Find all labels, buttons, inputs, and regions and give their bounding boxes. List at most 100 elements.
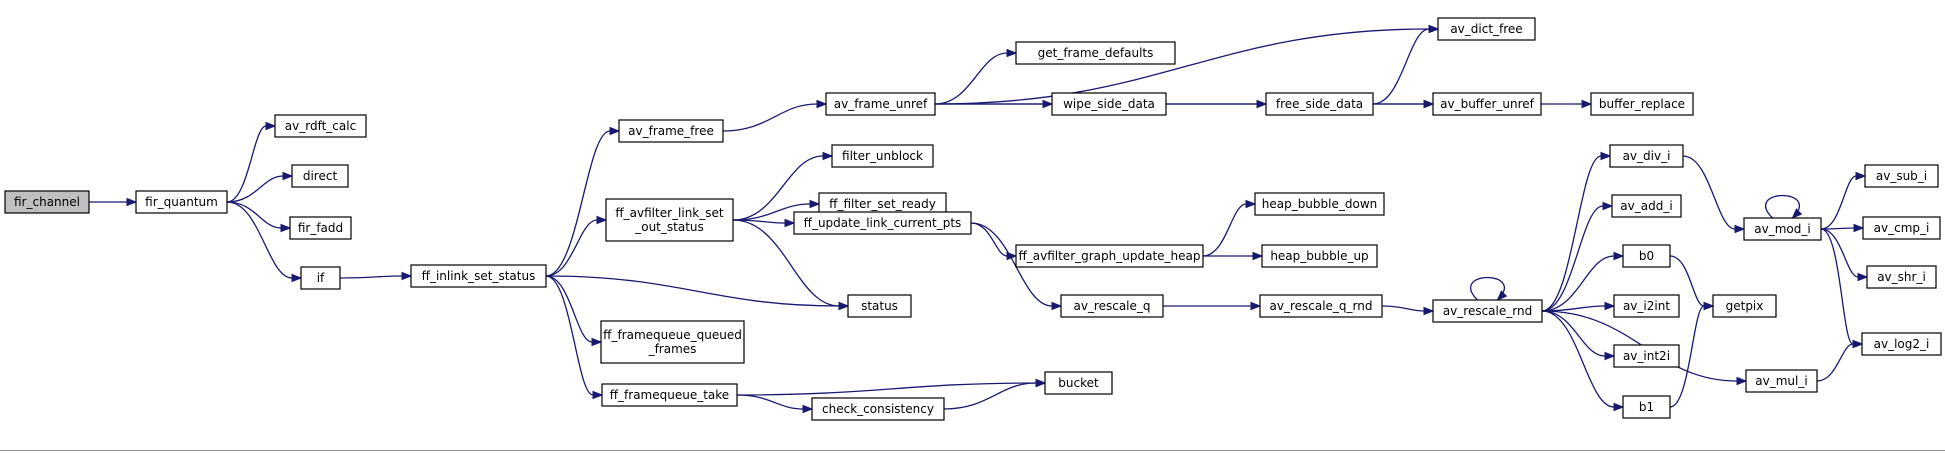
node-ff-inlink-set-status[interactable]: ff_inlink_set_status (410, 264, 547, 288)
node-label: av_sub_i (1876, 169, 1927, 183)
node-av-rdft-calc[interactable]: av_rdft_calc (274, 114, 367, 138)
node-av-i2int[interactable]: av_i2int (1613, 294, 1680, 318)
edge-av-rescale-rnd-to-av-div-i (1541, 151, 1612, 312)
node-ff-update-link-current-pts[interactable]: ff_update_link_current_pts (793, 211, 972, 235)
node-av-buffer-unref[interactable]: av_buffer_unref (1432, 92, 1542, 116)
edge-av-rescale-rnd-to-av-rescale-rnd (1470, 276, 1508, 301)
node-bucket[interactable]: bucket (1044, 371, 1113, 395)
edge-av-mod-i-to-av-shr-i (1820, 228, 1869, 282)
node-ff-avfilter-link-set-out-status[interactable]: ff_avfilter_link_set_out_status (605, 198, 734, 242)
node-av-sub-i[interactable]: av_sub_i (1864, 164, 1939, 188)
node-fir-channel[interactable]: fir_channel (4, 190, 90, 214)
edge-av-rescale-rnd-to-av-add-i (1541, 201, 1614, 312)
node-av-dict-free[interactable]: av_dict_free (1437, 17, 1536, 41)
edge-b1-to-getpix (1669, 301, 1715, 408)
edge-fir-quantum-to-fir-fadd (226, 201, 292, 233)
node-av-add-i[interactable]: av_add_i (1611, 194, 1682, 218)
node-ff-filter-set-ready[interactable]: ff_filter_set_ready (818, 192, 947, 216)
node-ff-framequeue-take[interactable]: ff_framequeue_take (601, 383, 738, 407)
node-label: fir_fadd (298, 221, 343, 235)
node-fir-quantum[interactable]: fir_quantum (135, 190, 228, 214)
node-av-frame-free[interactable]: av_frame_free (618, 119, 724, 143)
node-ff-avfilter-graph-update-heap[interactable]: ff_avfilter_graph_update_heap (1015, 244, 1204, 268)
node-get-frame-defaults[interactable]: get_frame_defaults (1015, 41, 1176, 65)
edge-free-side-data-to-av-buffer-unref (1372, 99, 1435, 109)
node-av-rescale-q-rnd[interactable]: av_rescale_q_rnd (1259, 294, 1383, 318)
node-label: av_frame_free (628, 124, 714, 138)
edge-if-to-ff-inlink-set-status (339, 271, 413, 281)
node-filter-unblock[interactable]: filter_unblock (831, 144, 934, 168)
node-buffer-replace[interactable]: buffer_replace (1590, 92, 1694, 116)
node-av-log2-i[interactable]: av_log2_i (1861, 332, 1942, 356)
node-label: direct (303, 169, 338, 183)
node-av-int2i[interactable]: av_int2i (1613, 344, 1680, 368)
node-label: getpix (1726, 299, 1764, 313)
node-heap-bubble-up[interactable]: heap_bubble_up (1261, 244, 1378, 268)
node-ff-framequeue-queued-frames[interactable]: ff_framequeue_queued_frames (600, 320, 745, 364)
edge-ff-avfilter-graph-update-heap-to-heap-bubble-down (1202, 199, 1257, 257)
edge-av-mod-i-to-av-log2-i (1820, 228, 1864, 349)
edge-av-mod-i-to-av-sub-i (1820, 171, 1867, 230)
node-status[interactable]: status (847, 294, 912, 318)
node-heap-bubble-down[interactable]: heap_bubble_down (1254, 192, 1385, 216)
edges-layer (88, 24, 1869, 414)
node-fir-fadd[interactable]: fir_fadd (289, 216, 352, 240)
edge-ff-inlink-set-status-to-ff-framequeue-take (545, 275, 604, 400)
node-label: buffer_replace (1599, 97, 1685, 111)
edge-fir-quantum-to-if (226, 201, 303, 283)
node-label: av_dict_free (1450, 22, 1522, 36)
node-label: ff_framequeue_take (610, 388, 729, 402)
node-getpix[interactable]: getpix (1712, 294, 1777, 318)
edge-ff-avfilter-link-set-out-status-to-ff-filter-set-ready (732, 199, 821, 221)
node-free-side-data[interactable]: free_side_data (1265, 92, 1374, 116)
edge-av-frame-unref-to-get-frame-defaults (934, 48, 1018, 105)
edge-ff-avfilter-link-set-out-status-to-status (732, 219, 850, 311)
node-av-mul-i[interactable]: av_mul_i (1745, 369, 1818, 393)
node-if[interactable]: if (300, 266, 341, 290)
node-av-rescale-q[interactable]: av_rescale_q (1060, 294, 1164, 318)
node-av-cmp-i[interactable]: av_cmp_i (1862, 216, 1941, 240)
node-label: check_consistency (822, 402, 934, 416)
node-wipe-side-data[interactable]: wipe_side_data (1051, 92, 1167, 116)
edge-av-mod-i-to-av-mod-i (1765, 194, 1803, 219)
node-label: av_add_i (1620, 199, 1672, 213)
edge-av-rescale-rnd-to-b1 (1541, 310, 1625, 412)
node-label: b1 (1639, 400, 1654, 414)
node-label: ff_update_link_current_pts (804, 216, 962, 230)
edge-check-consistency-to-bucket (943, 378, 1047, 410)
node-av-frame-unref[interactable]: av_frame_unref (825, 92, 936, 116)
node-label: wipe_side_data (1063, 97, 1155, 111)
node-label: b0 (1639, 249, 1654, 263)
node-label: get_frame_defaults (1038, 46, 1154, 60)
node-label: ff_framequeue_queued (603, 328, 742, 342)
node-label: ff_avfilter_link_set (615, 206, 723, 220)
node-av-rescale-rnd[interactable]: av_rescale_rnd (1432, 299, 1543, 323)
node-check-consistency[interactable]: check_consistency (811, 397, 945, 421)
node-label: av_rescale_q (1073, 299, 1150, 313)
edge-ff-avfilter-graph-update-heap-to-heap-bubble-up (1202, 251, 1264, 261)
node-label: ff_inlink_set_status (422, 269, 536, 283)
edge-fir-quantum-to-av-rdft-calc (226, 121, 277, 203)
node-label: status (861, 299, 898, 313)
edge-av-buffer-unref-to-buffer-replace (1540, 99, 1593, 109)
nodes-layer: fir_channel fir_quantum av_rdft_calcdirect… (4, 17, 1942, 421)
node-av-div-i[interactable]: av_div_i (1609, 144, 1684, 168)
node-av-shr-i[interactable]: av_shr_i (1866, 265, 1937, 289)
edge-fir-quantum-to-direct (226, 171, 294, 203)
edge-av-rescale-q-rnd-to-av-rescale-rnd (1381, 305, 1435, 316)
edge-wipe-side-data-to-free-side-data (1166, 99, 1268, 109)
node-direct[interactable]: direct (291, 164, 349, 188)
node-b0[interactable]: b0 (1622, 244, 1671, 268)
node-label: ff_avfilter_graph_update_heap (1018, 249, 1200, 263)
node-b1[interactable]: b1 (1622, 395, 1671, 419)
edge-av-rescale-rnd-to-b0 (1541, 251, 1625, 312)
node-label: fir_quantum (145, 195, 218, 209)
node-label: av_rdft_calc (285, 119, 356, 133)
node-label: av_shr_i (1877, 270, 1926, 284)
node-av-mod-i[interactable]: av_mod_i (1743, 217, 1822, 241)
node-label: av_rescale_q_rnd (1270, 299, 1373, 313)
edge-ff-inlink-set-status-to-ff-avfilter-link-set-out-status (545, 215, 608, 277)
edge-ff-inlink-set-status-to-ff-framequeue-queued-frames (545, 275, 603, 347)
node-label: heap_bubble_up (1270, 249, 1368, 263)
